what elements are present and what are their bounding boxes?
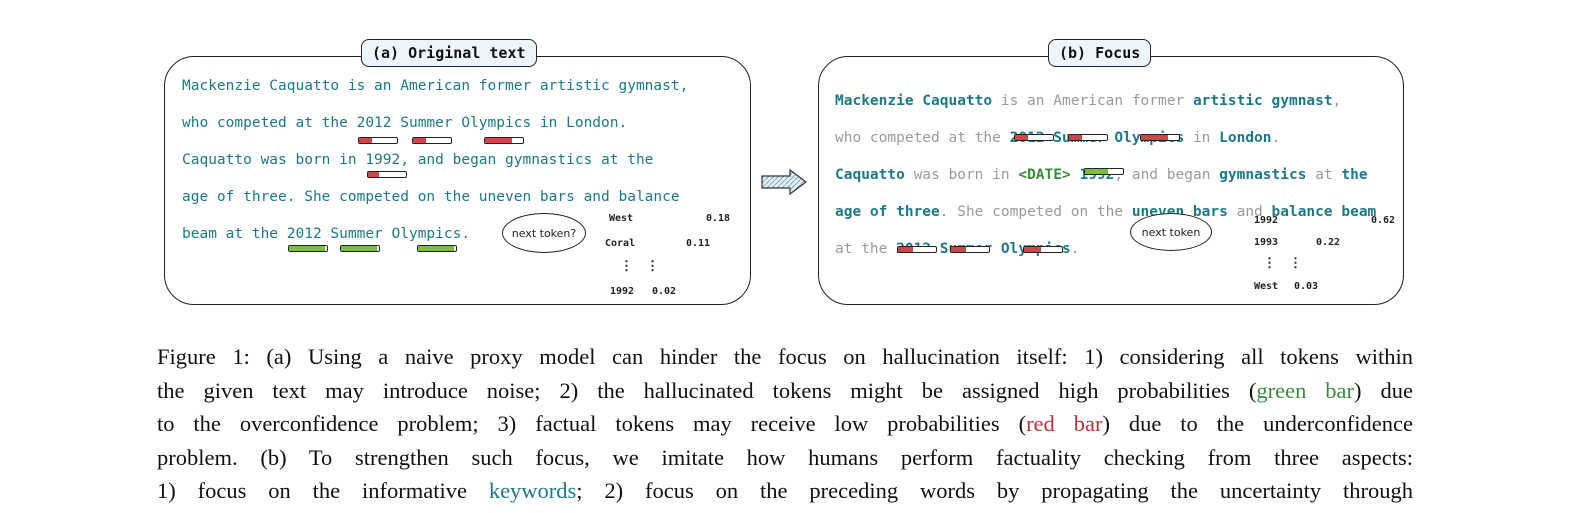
figure-caption: Figure 1: (a) Using a naive proxy model … [157,340,1413,508]
token-bar [1068,134,1108,141]
caption-line-3: to the overconfidence problem; 3) factua… [157,411,1413,436]
panel-a-title: (a) Original text [361,39,537,67]
caption-line-2: the given text may introduce noise; 2) t… [157,377,1413,403]
panel-b-line-1: Mackenzie Caquatto is an American former… [835,93,1342,109]
caption-line-1: Figure 1: (a) Using a naive proxy model … [157,344,1413,369]
next-token-bubble-a: next token? [502,213,586,253]
token-bar [1084,168,1124,175]
token-bar [288,245,328,252]
green-bar-term: green bar [1256,377,1355,403]
token-bar [358,137,398,144]
panel-b-line-4: age of three. She competed on the uneven… [835,204,1377,220]
panel-b-title: (b) Focus [1048,39,1152,67]
token-bar [412,137,452,144]
pred-ellipsis: ⋮ [646,259,659,274]
next-token-bubble-b: next token [1130,213,1212,251]
panel-original-text [164,56,751,305]
pred-value-1993-b: 0.22 [1316,237,1341,248]
token-bar [367,171,407,178]
panel-a-line-2: who competed at the 2012 Summer Olympics… [182,115,628,131]
token-bar [950,246,990,253]
token-bar [484,137,524,144]
keywords-term: keywords [488,478,577,503]
pred-label-1993-b: 1993 [1254,237,1279,248]
panel-b-line-2: who competed at the 2012 Summer Olympics… [835,130,1281,146]
panel-b-line-3: Caquatto was born in <DATE> 1992, and be… [835,167,1368,183]
panel-a-line-1: Mackenzie Caquatto is an American former… [182,78,689,94]
pred-value-west-b: 0.03 [1294,281,1319,292]
panel-a-line-4: age of three. She competed on the uneven… [182,189,680,205]
pred-ellipsis: ⋮ [1263,256,1276,271]
pred-value-west: 0.18 [706,213,731,224]
token-bar [897,246,937,253]
panel-a-line-3: Caquatto was born in 1992, and began gym… [182,152,654,168]
pred-label-1992-b: 1992 [1254,215,1279,226]
pred-label-coral: Coral [605,238,636,249]
caption-line-5: 1) focus on the informative keywords; 2)… [157,478,1413,503]
panel-focus [818,56,1404,305]
token-bar [1140,134,1180,141]
token-bar [340,245,380,252]
pred-label-1992: 1992 [610,286,635,297]
pred-ellipsis: ⋮ [1289,256,1302,271]
pred-value-coral: 0.11 [686,238,711,249]
token-bar [417,245,457,252]
pred-ellipsis: ⋮ [620,259,633,274]
panel-transition-arrow [761,168,807,196]
pred-label-west: West [609,213,634,224]
pred-label-west-b: West [1254,281,1279,292]
token-bar [1014,134,1054,141]
token-bar [1023,246,1063,253]
panel-a-line-5: beam at the 2012 Summer Olympics. [182,226,471,242]
caption-line-4: problem. (b) To strengthen such focus, w… [157,444,1413,470]
red-bar-term: red bar [1026,411,1103,436]
pred-value-1992: 0.02 [652,286,677,297]
pred-value-1992-b: 0.62 [1371,215,1396,226]
